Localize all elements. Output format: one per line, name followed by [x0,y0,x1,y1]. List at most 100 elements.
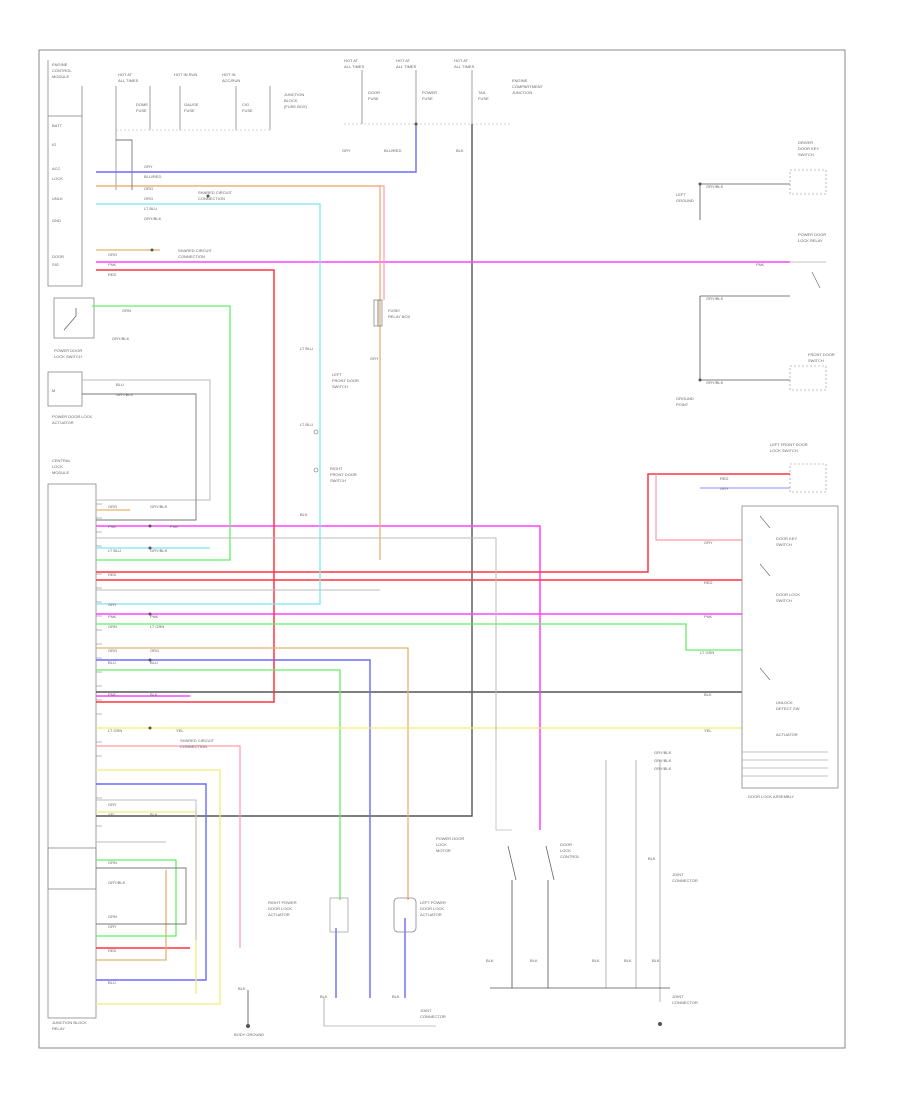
svg-text:FUSE/: FUSE/ [388,308,401,313]
svg-text:DOOR: DOOR [368,90,380,95]
svg-text:DOOR LOCK: DOOR LOCK [268,906,292,911]
svg-text:JUNCTION: JUNCTION [284,92,304,97]
svg-text:GRY/BLK: GRY/BLK [112,336,130,341]
svg-text:LOCK SWITCH: LOCK SWITCH [770,448,798,453]
svg-text:ORG: ORG [144,186,153,191]
wire-orange [96,185,409,961]
svg-text:RED: RED [108,948,117,953]
svg-text:CONNECTION: CONNECTION [178,254,205,259]
svg-text:GRY/BLK: GRY/BLK [706,380,724,385]
svg-text:POWER DOOR: POWER DOOR [54,348,82,353]
svg-text:YEL: YEL [108,812,116,817]
svg-text:SIG: SIG [52,262,59,267]
svg-text:BLK: BLK [652,958,660,963]
svg-text:FRONT DOOR: FRONT DOOR [330,472,357,477]
svg-text:DOOR LOCK: DOOR LOCK [420,906,444,911]
svg-text:IG: IG [52,142,56,147]
svg-text:LOCK: LOCK [52,176,63,181]
svg-text:HOT IN: HOT IN [222,72,236,77]
svg-text:GAUGE: GAUGE [184,102,199,107]
svg-text:BLK: BLK [238,986,246,991]
svg-text:LOCK: LOCK [560,848,571,853]
svg-text:PNK: PNK [108,262,117,267]
svg-text:SWITCH: SWITCH [330,478,346,483]
svg-text:GRY: GRY [342,148,351,153]
svg-text:LT BLU: LT BLU [144,206,157,211]
svg-text:DOOR KEY: DOOR KEY [798,146,819,151]
svg-text:PNK: PNK [108,692,117,697]
wire-pink [96,261,790,830]
svg-text:UNLK: UNLK [52,196,63,201]
svg-text:DOOR KEY: DOOR KEY [776,536,797,541]
svg-text:HOT AT: HOT AT [454,58,469,63]
svg-text:ACTUATOR: ACTUATOR [776,732,798,737]
svg-text:GRY/BLK: GRY/BLK [150,504,168,509]
svg-text:PNK: PNK [150,614,159,619]
svg-text:FUSE: FUSE [368,96,379,101]
svg-text:GRY/BLK: GRY/BLK [706,296,724,301]
svg-text:LOCK RELAY: LOCK RELAY [798,238,823,243]
svg-text:BLK: BLK [150,812,158,817]
svg-text:GROUND: GROUND [676,396,694,401]
svg-text:JUNCTION BLOCK: JUNCTION BLOCK [52,1020,87,1025]
svg-text:GRY/BLK: GRY/BLK [144,216,162,221]
svg-text:GRY/BLK: GRY/BLK [654,758,672,763]
svg-text:LEFT FRONT DOOR: LEFT FRONT DOOR [770,442,808,447]
svg-text:JOINT: JOINT [672,994,684,999]
svg-text:DOOR: DOOR [560,842,572,847]
svg-text:BLU: BLU [150,660,158,665]
svg-text:GND: GND [52,218,61,223]
svg-text:GRY: GRY [720,486,729,491]
svg-text:ORG: ORG [144,196,153,201]
svg-text:LOCK: LOCK [52,464,63,469]
svg-text:GRY: GRY [370,356,379,361]
svg-text:PNK: PNK [108,524,117,529]
fuse-relay-mid: FUSE/RELAY BOX GRY [370,299,411,361]
svg-text:BLK: BLK [320,994,328,999]
svg-text:CONTROL: CONTROL [560,854,580,859]
svg-text:ACTUATOR: ACTUATOR [52,420,74,425]
svg-text:BATT: BATT [52,123,62,128]
svg-text:POINT: POINT [676,402,689,407]
svg-text:GRY/BLK: GRY/BLK [108,880,126,885]
svg-text:DETECT SW: DETECT SW [776,706,800,711]
svg-text:BLU: BLU [108,660,116,665]
svg-text:BLK: BLK [150,692,158,697]
svg-text:BLK: BLK [592,958,600,963]
svg-text:RED: RED [108,272,117,277]
svg-text:RED: RED [704,580,713,585]
svg-text:BLK: BLK [486,958,494,963]
svg-text:ACTUATOR: ACTUATOR [268,912,290,917]
svg-text:DOME: DOME [136,102,148,107]
svg-text:ACTUATOR: ACTUATOR [420,912,442,917]
wire-red [96,269,790,949]
svg-text:M: M [52,388,55,393]
svg-text:SHARED CIRCUIT: SHARED CIRCUIT [180,738,215,743]
svg-text:GRY: GRY [144,164,153,169]
svg-text:SWITCH: SWITCH [798,152,814,157]
svg-text:LT GRN: LT GRN [700,650,714,655]
svg-text:CONNECTION: CONNECTION [180,744,207,749]
svg-text:ENGINE: ENGINE [52,62,68,67]
wire-black-main [96,124,742,817]
svg-text:SWITCH: SWITCH [776,598,792,603]
svg-text:BODY GROUND: BODY GROUND [234,1032,264,1037]
svg-text:LOCK SWITCH: LOCK SWITCH [54,354,82,359]
svg-text:HOT IN RUN: HOT IN RUN [174,72,197,77]
svg-text:GRN: GRN [108,914,117,919]
svg-text:GRY: GRY [108,802,117,807]
svg-text:FUSE: FUSE [478,96,489,101]
svg-text:POWER DOOR LOCK: POWER DOOR LOCK [52,414,93,419]
wire-yellow [96,727,742,1005]
svg-text:GROUND: GROUND [676,198,694,203]
svg-text:FUSE: FUSE [242,108,253,113]
svg-text:CIG: CIG [242,102,249,107]
svg-text:JOINT: JOINT [672,872,684,877]
wire-lightred [96,185,742,948]
